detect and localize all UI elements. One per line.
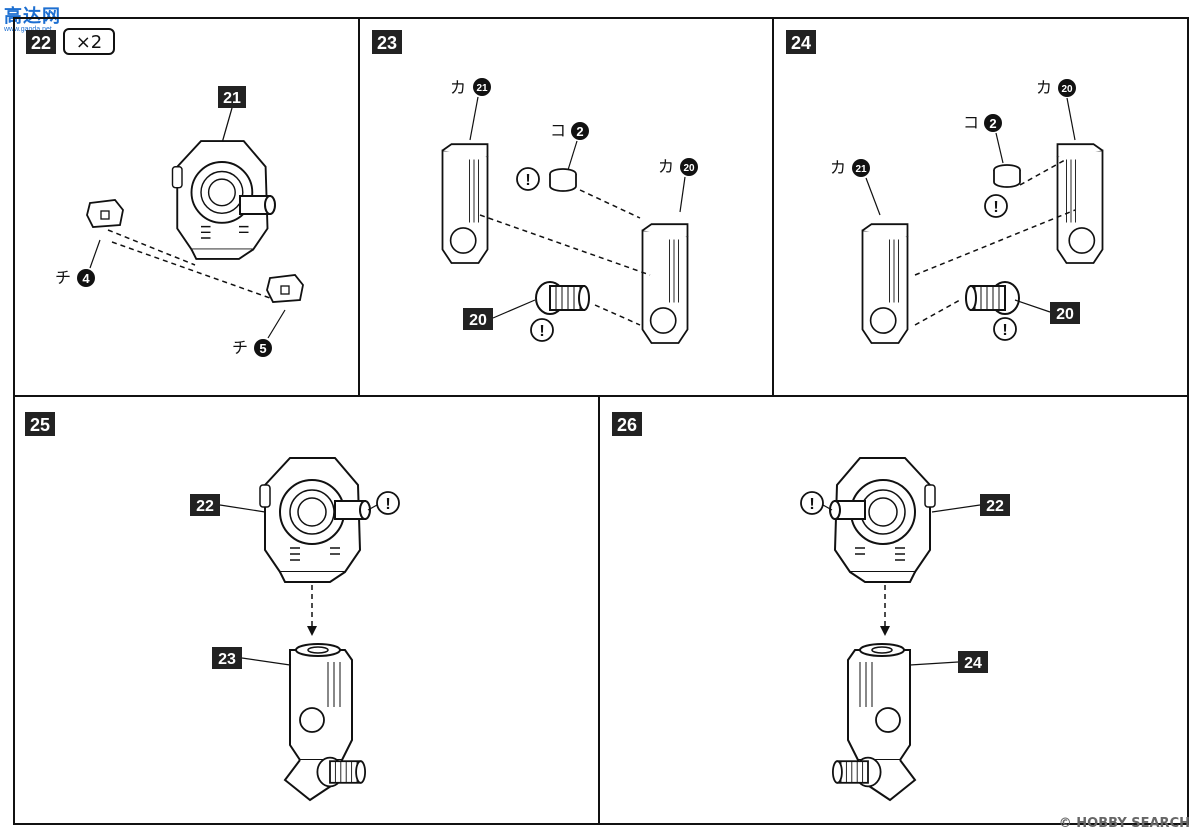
svg-text:×2: ×2 — [76, 32, 103, 53]
svg-text:23: 23 — [377, 33, 397, 53]
joint-part — [832, 756, 882, 788]
svg-text:4: 4 — [82, 271, 90, 286]
warning-icon: ! — [984, 194, 1008, 218]
bracket-part-4 — [86, 199, 124, 228]
svg-text:!: ! — [525, 172, 530, 189]
svg-text:カ: カ — [1036, 78, 1052, 97]
part-label-22: 22 — [190, 494, 220, 516]
panel-23-frame — [358, 17, 774, 397]
part-label-24: 24 — [958, 651, 988, 673]
warning-icon: ! — [516, 167, 540, 191]
label-ka-21: カ 21 — [830, 158, 870, 177]
svg-text:23: 23 — [218, 651, 236, 668]
cap-ring-ko2 — [993, 164, 1021, 188]
panel-26-frame — [598, 395, 1189, 825]
watermark-bottom: © HOBBY SEARCH — [1058, 816, 1190, 831]
svg-text:20: 20 — [1061, 84, 1073, 95]
multiplier-badge: ×2 — [63, 28, 115, 55]
shell-part-ka21 — [441, 143, 489, 264]
svg-text:カ: カ — [450, 78, 466, 97]
joint-part — [316, 756, 367, 788]
label-ka-21: カ 21 — [450, 78, 491, 97]
svg-text:!: ! — [1002, 322, 1007, 339]
part-label-20: 20 — [463, 308, 493, 330]
svg-text:21: 21 — [476, 83, 488, 94]
cap-ring-ko2 — [549, 168, 577, 192]
svg-text:20: 20 — [469, 312, 487, 329]
svg-text:20: 20 — [1056, 306, 1074, 323]
watermark-title: 高达网 — [4, 6, 61, 26]
part-label-22: 22 — [980, 494, 1010, 516]
label-ka-20: カ 20 — [658, 157, 698, 176]
step-badge-25: 25 — [25, 412, 55, 436]
gear-shaft — [239, 195, 276, 215]
warning-icon: ! — [530, 318, 554, 342]
label-ka-20: カ 20 — [1036, 78, 1076, 97]
svg-text:!: ! — [385, 496, 390, 513]
joint-part-20 — [965, 281, 1020, 315]
svg-text:2: 2 — [576, 124, 583, 139]
svg-text:コ: コ — [963, 113, 979, 132]
svg-text:!: ! — [539, 323, 544, 340]
svg-text:21: 21 — [223, 90, 241, 107]
svg-text:24: 24 — [791, 33, 811, 53]
svg-text:チ: チ — [232, 338, 248, 357]
svg-text:5: 5 — [259, 341, 266, 356]
shell-part-ka20 — [1056, 143, 1104, 264]
warning-icon: ! — [993, 317, 1017, 341]
bracket-part-5 — [266, 274, 304, 303]
watermark-url: www.gaoda.net — [4, 26, 52, 33]
gear-shaft — [829, 500, 866, 520]
svg-text:チ: チ — [55, 268, 71, 287]
gear-shaft — [334, 500, 371, 520]
svg-text:24: 24 — [964, 655, 982, 672]
part-label-23: 23 — [212, 647, 242, 669]
label-ko-2: コ 2 — [963, 113, 1002, 132]
svg-text:コ: コ — [550, 121, 566, 140]
watermark-top: 高达网 www.gaoda.net — [4, 2, 61, 33]
svg-text:21: 21 — [855, 164, 867, 175]
step-badge-23: 23 — [372, 30, 402, 54]
label-chi-5: チ 5 — [232, 338, 272, 357]
joint-part-20 — [535, 281, 590, 315]
svg-text:カ: カ — [830, 158, 846, 177]
panel-24-frame — [772, 17, 1189, 397]
svg-text:25: 25 — [30, 415, 50, 435]
svg-text:カ: カ — [658, 157, 674, 176]
label-ko-2: コ 2 — [550, 121, 589, 140]
step-badge-22: 22 — [26, 30, 56, 54]
warning-icon: ! — [800, 491, 824, 515]
warning-icon: ! — [376, 491, 400, 515]
svg-text:20: 20 — [683, 163, 695, 174]
svg-text:2: 2 — [989, 116, 996, 131]
part-label-21: 21 — [218, 86, 246, 108]
svg-text:22: 22 — [986, 498, 1004, 515]
label-chi-4: チ 4 — [55, 268, 95, 287]
step-badge-26: 26 — [612, 412, 642, 436]
step-badge-24: 24 — [786, 30, 816, 54]
svg-text:22: 22 — [31, 33, 51, 53]
shell-part-ka20 — [641, 223, 689, 344]
part-label-20: 20 — [1050, 302, 1080, 324]
svg-text:22: 22 — [196, 498, 214, 515]
shell-part-ka21 — [861, 223, 909, 344]
svg-text:26: 26 — [617, 415, 637, 435]
svg-text:!: ! — [809, 496, 814, 513]
svg-text:!: ! — [993, 199, 998, 216]
